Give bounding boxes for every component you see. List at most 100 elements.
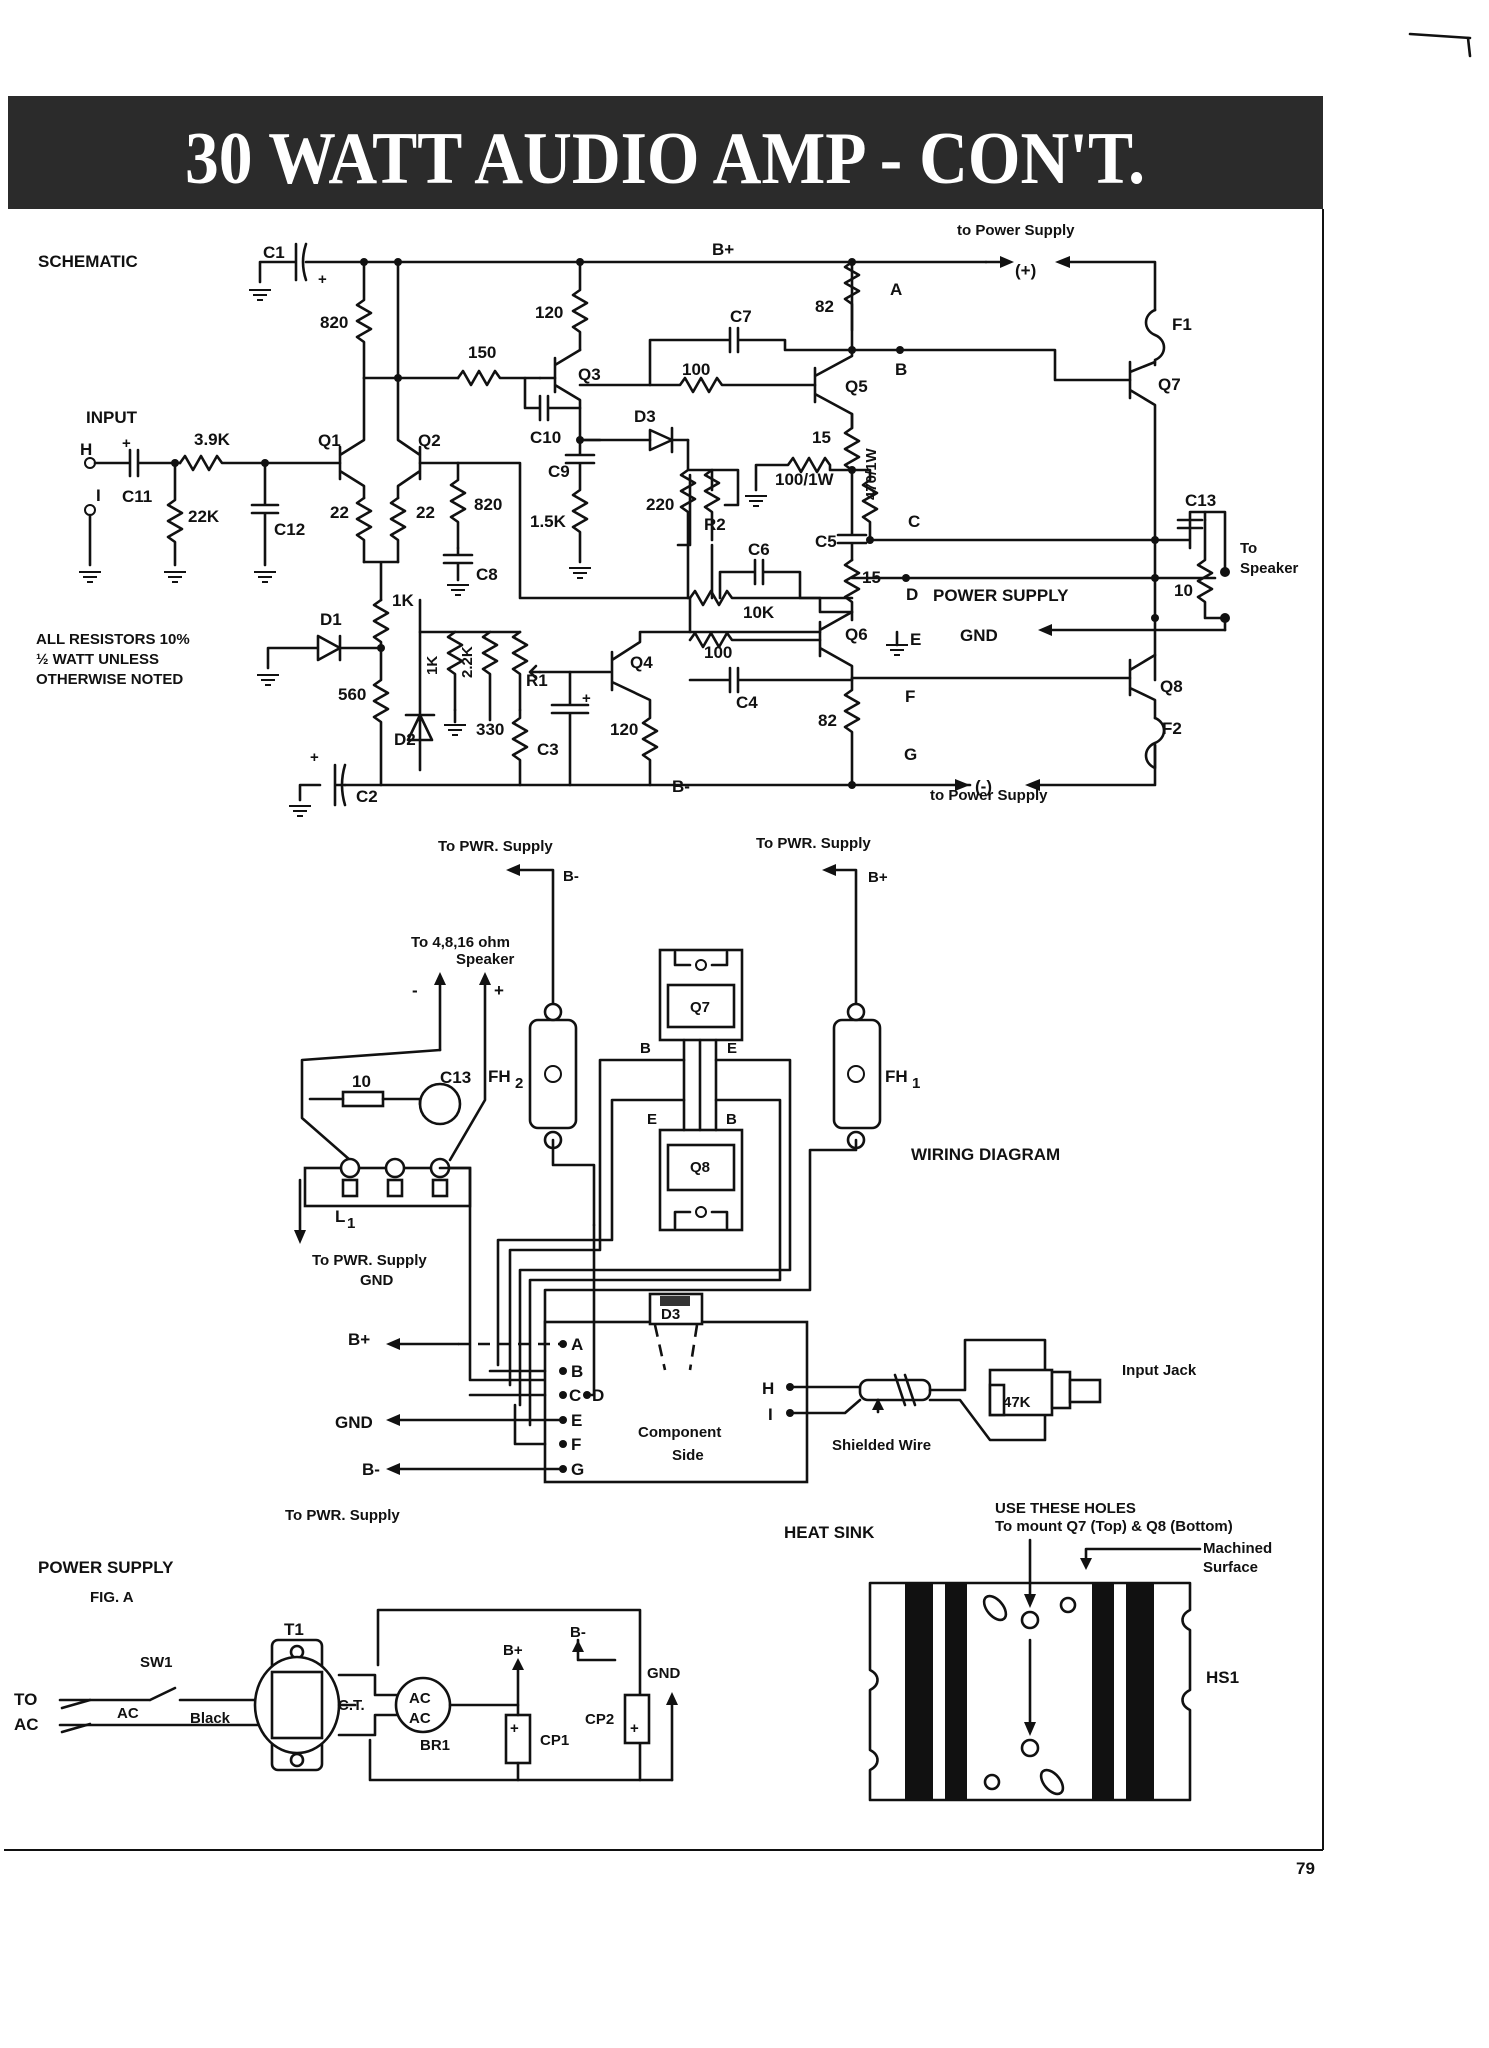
r100a-resistor — [578, 376, 817, 394]
board-internal-wires — [468, 1223, 596, 1446]
input-jack-body — [1068, 1378, 1102, 1404]
br1-bplus-out — [448, 1668, 520, 1707]
input-i-terminal — [84, 504, 96, 516]
fh1-to-board — [543, 1138, 858, 1347]
fh2-label: FH — [488, 1067, 511, 1086]
q7-body — [666, 983, 736, 1029]
speaker-text-1: To 4,8,16 ohm — [411, 934, 510, 951]
power-supply-fig: FIG. A — [90, 1589, 134, 1606]
bminus-lead-arrow — [506, 864, 520, 876]
t1-winding — [270, 1670, 324, 1740]
bminus-ps-arrow — [572, 1640, 584, 1652]
junction — [394, 258, 402, 266]
node-a-label: A — [890, 280, 902, 299]
fh2-subscript: 2 — [515, 1075, 523, 1092]
heat-sink-label: HS1 — [1206, 1668, 1239, 1687]
c3-label: C3 — [537, 740, 559, 759]
q4-label: Q4 — [630, 653, 653, 672]
r470-1w-value: 470/1W — [863, 447, 880, 500]
to-power-supply-top: to Power Supply — [957, 222, 1075, 239]
junction — [261, 459, 269, 467]
fh1-lug-top — [846, 1002, 866, 1022]
node-e-label: E — [910, 630, 921, 649]
node-e-ground-icon — [885, 644, 909, 656]
fh1-center — [847, 1065, 865, 1083]
r10-wiring-resistor — [341, 1090, 385, 1108]
c1-capacitor — [258, 242, 308, 284]
bplus-ps-arrow — [512, 1658, 524, 1670]
heat-sink-fin-1 — [905, 1583, 933, 1800]
r3-9k-value: 3.9K — [194, 430, 231, 449]
wiring-heading: WIRING DIAGRAM — [911, 1145, 1060, 1164]
speaker-label-2: Speaker — [1240, 560, 1299, 577]
cp1-capacitor — [504, 1713, 532, 1765]
q7-wiring-label: Q7 — [690, 999, 710, 1016]
f1-fuse — [1144, 308, 1166, 367]
input-h-label: H — [80, 440, 92, 459]
d2-label: D2 — [394, 730, 416, 749]
heat-sink-fin-4 — [1126, 1583, 1154, 1800]
l1-tab-2 — [386, 1178, 404, 1198]
r820-right-resistor — [449, 461, 467, 550]
r1k-r560-chain — [372, 598, 390, 787]
ps-gnd-arrow — [666, 1692, 678, 1705]
speaker-plus: + — [494, 981, 504, 1000]
q8-e-label: E — [647, 1111, 657, 1128]
junction — [848, 466, 856, 474]
r220-r2-network — [676, 438, 714, 600]
r820-top-resistor — [355, 260, 373, 380]
r820a-value: 820 — [320, 313, 348, 332]
speaker-terminal-top — [1220, 567, 1230, 577]
r22k-value: 22K — [188, 507, 220, 526]
q3-transistor — [553, 348, 582, 442]
c13-wiring-capacitor — [418, 1082, 462, 1126]
r1-label: R1 — [526, 671, 548, 690]
wiring-bminus-label: B- — [563, 868, 579, 885]
br1-label: BR1 — [420, 1737, 450, 1754]
q5-label: Q5 — [845, 377, 868, 396]
c8-capacitor — [442, 546, 474, 582]
speaker-minus: - — [412, 981, 418, 1000]
l1-tab-1 — [341, 1178, 359, 1198]
l1-subscript: 1 — [347, 1215, 355, 1232]
c12-label: C12 — [274, 520, 305, 539]
q7-e-label: E — [727, 1040, 737, 1057]
r22k-resistor — [166, 461, 184, 567]
r47k-body — [988, 1383, 1006, 1417]
input-jack-wiring — [928, 1338, 1047, 1442]
l1-lug-1 — [339, 1157, 361, 1179]
bminus-ps-lead — [576, 1638, 617, 1662]
minus-arrow-head-left — [955, 779, 970, 791]
t1-label: T1 — [284, 1620, 304, 1639]
c12-ground-icon — [253, 571, 277, 583]
r15a-resistor — [843, 412, 861, 472]
q8-emitter-lead — [496, 1098, 686, 1367]
page-edge-mark-2 — [1466, 36, 1472, 58]
left-gnd-label: GND — [335, 1413, 373, 1432]
q8-body — [666, 1143, 736, 1192]
junction — [848, 258, 856, 266]
d3-label: D3 — [634, 407, 656, 426]
junction — [848, 346, 856, 354]
q8-hole — [695, 1206, 707, 1218]
component-board — [543, 1320, 809, 1484]
ac-label: AC — [117, 1705, 139, 1722]
bplus-out-arrow — [386, 1338, 400, 1350]
br1-ac2: AC — [409, 1710, 431, 1727]
speaker-plus-arrow — [479, 972, 491, 985]
q7-b-label: B — [640, 1040, 651, 1057]
c2-ground-icon — [288, 805, 312, 817]
bminus-out-arrow — [386, 1463, 400, 1475]
feedback-wire — [456, 461, 692, 600]
ps-bminus-label: B- — [570, 1624, 586, 1641]
f2-return-wire — [1038, 743, 1157, 787]
r120a-resistor — [571, 260, 589, 352]
schematic-note-line-3: OTHERWISE NOTED — [36, 671, 183, 688]
q1-transistor — [338, 376, 366, 500]
q3-label: Q3 — [578, 365, 601, 384]
q8-label: Q8 — [1160, 677, 1183, 696]
r100b-resistor — [688, 631, 822, 649]
c6-label: C6 — [748, 540, 770, 559]
plus-terminal: (+) — [1015, 261, 1036, 280]
